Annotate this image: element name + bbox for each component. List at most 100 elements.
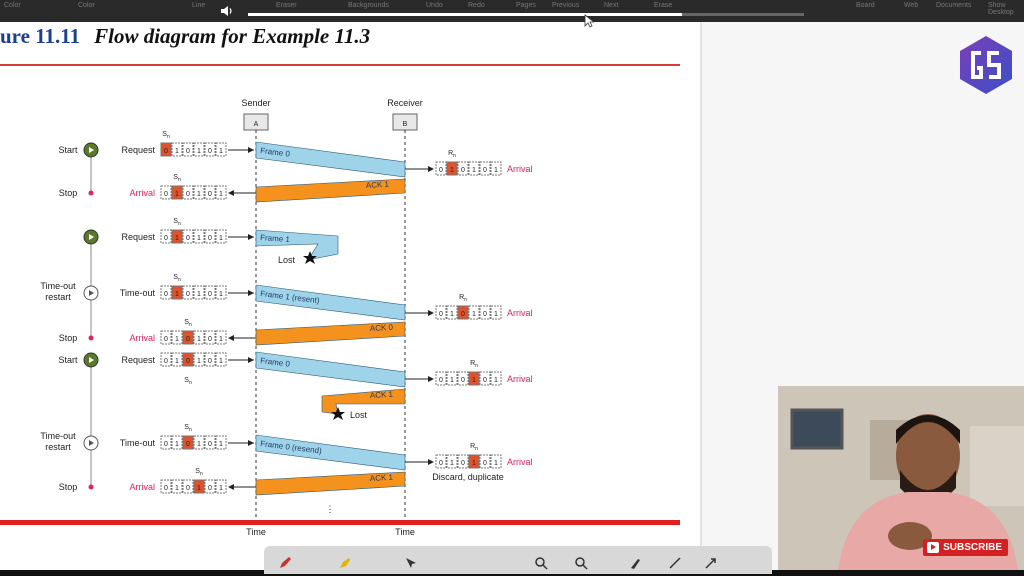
- sender-window-bit: 1: [219, 441, 223, 448]
- menu-item[interactable]: Next: [604, 2, 619, 9]
- sender-window-bit: 1: [219, 358, 223, 365]
- menu-item[interactable]: Undo: [426, 2, 443, 9]
- menu-item[interactable]: Board: [856, 2, 875, 9]
- receiver-event-label: Arrival: [507, 164, 533, 174]
- menu-item[interactable]: Color: [4, 2, 21, 9]
- volume-icon[interactable]: [220, 5, 234, 17]
- play-icon: [89, 147, 94, 153]
- rn-label: Rn: [470, 360, 478, 369]
- frame-band: [255, 284, 406, 321]
- sender-window-cell: [193, 435, 205, 450]
- timer-event-label: Stop: [59, 333, 78, 343]
- page-divider: [700, 22, 702, 570]
- ack-band: [255, 471, 406, 496]
- zoom-in-icon[interactable]: [534, 556, 548, 570]
- timer-event-label: Stop: [59, 188, 78, 198]
- arrowhead: [428, 310, 434, 316]
- arrowhead: [228, 335, 234, 341]
- sender-window-bit: 0: [164, 336, 168, 343]
- sender-event-label: Request: [121, 355, 155, 365]
- sender-window-cell: [204, 229, 216, 244]
- video-player-bar: Color Color Line Eraser Backgrounds Undo…: [0, 0, 1024, 22]
- arrowhead: [248, 357, 254, 363]
- timer-stop-icon: [88, 484, 94, 490]
- sender-window-bit: 1: [175, 191, 179, 198]
- arrowhead: [248, 147, 254, 153]
- receiver-window-cell: [435, 371, 447, 386]
- sender-window-bit: 1: [197, 485, 201, 492]
- menu-item[interactable]: Pages: [516, 2, 536, 9]
- sender-window-cell: [193, 330, 205, 345]
- sender-window-cell: [182, 229, 194, 244]
- sender-window-cell: [193, 352, 205, 367]
- lost-label: Lost: [350, 410, 368, 420]
- menu-item[interactable]: Previous: [552, 2, 580, 9]
- arrow-tool-icon[interactable]: [704, 556, 718, 570]
- subscribe-button[interactable]: SUBSCRIBE: [923, 539, 1008, 556]
- sender-event-label: Arrival: [129, 188, 155, 198]
- ack-label: ACK 0: [370, 323, 394, 333]
- receiver-window-bit: 0: [439, 460, 443, 467]
- sender-window-cell: [215, 285, 227, 300]
- receiver-window-cell: [457, 454, 469, 469]
- menu-item[interactable]: Web: [904, 2, 919, 9]
- rn-subscript: n: [475, 446, 478, 452]
- receiver-window-cell: [490, 305, 502, 320]
- progress-track[interactable]: [248, 13, 804, 16]
- arrowhead: [228, 484, 234, 490]
- rn-label: Rn: [470, 443, 478, 452]
- sender-window-cell: [171, 479, 183, 494]
- receiver-window-cell: [490, 161, 502, 176]
- menu-item[interactable]: Eraser: [276, 2, 297, 9]
- ack-label: ACK 1: [370, 473, 394, 483]
- sender-event-label: Time-out: [120, 438, 156, 448]
- receiver-window-bit: 1: [472, 311, 476, 318]
- arrowhead: [228, 190, 234, 196]
- receiver-window-bit: 0: [483, 167, 487, 174]
- sender-window-bit: 0: [208, 485, 212, 492]
- brush-icon[interactable]: [628, 556, 642, 570]
- webcam-overlay: SUBSCRIBE: [778, 386, 1024, 570]
- sender-window-cell: [204, 479, 216, 494]
- menu-item[interactable]: Documents: [936, 2, 972, 9]
- receiver-window-cell: [457, 161, 469, 176]
- menu-item[interactable]: Erase: [654, 2, 673, 9]
- loss-star-icon: [303, 251, 317, 264]
- line-tool-icon[interactable]: [668, 556, 682, 570]
- sender-window-cell: [193, 285, 205, 300]
- arrowhead: [428, 459, 434, 465]
- pen-icon[interactable]: [278, 556, 292, 570]
- sender-window-bit: 1: [219, 291, 223, 298]
- receiver-window-bit: 1: [494, 377, 498, 384]
- sn-label: Sn: [162, 131, 170, 140]
- menu-item[interactable]: Redo: [468, 2, 485, 9]
- menu-item[interactable]: Show Desktop: [988, 2, 1014, 16]
- pointer-icon[interactable]: [404, 556, 418, 570]
- discard-note: Discard, duplicate: [432, 472, 504, 482]
- sn-label: Sn: [184, 424, 192, 433]
- rn-subscript: n: [475, 363, 478, 369]
- menu-item[interactable]: Line: [192, 2, 206, 9]
- ack-band: [255, 178, 406, 203]
- sender-window-cell: [193, 479, 205, 494]
- sender-event-label: Request: [121, 232, 155, 242]
- sender-window-bit: 0: [186, 358, 190, 365]
- sender-window-bit: 1: [175, 441, 179, 448]
- receiver-window-cell: [468, 454, 480, 469]
- receiver-window-cell: [435, 305, 447, 320]
- lost-label: Lost: [278, 255, 296, 265]
- receiver-window-cell: [446, 305, 458, 320]
- sender-window-cell: [171, 435, 183, 450]
- rn-label: Rn: [459, 294, 467, 303]
- highlighter-icon[interactable]: [338, 556, 352, 570]
- receiver-window-bit: 0: [439, 311, 443, 318]
- zoom-out-icon[interactable]: [574, 556, 588, 570]
- menu-item[interactable]: Color: [78, 2, 95, 9]
- menu-item[interactable]: Backgrounds: [348, 2, 389, 9]
- sn-label: Sn: [195, 468, 203, 477]
- sender-window-bit: 0: [164, 291, 168, 298]
- receiver-event-label: Arrival: [507, 457, 533, 467]
- timer-event-label: restart: [45, 442, 71, 452]
- frame-label: Frame 0: [260, 356, 291, 369]
